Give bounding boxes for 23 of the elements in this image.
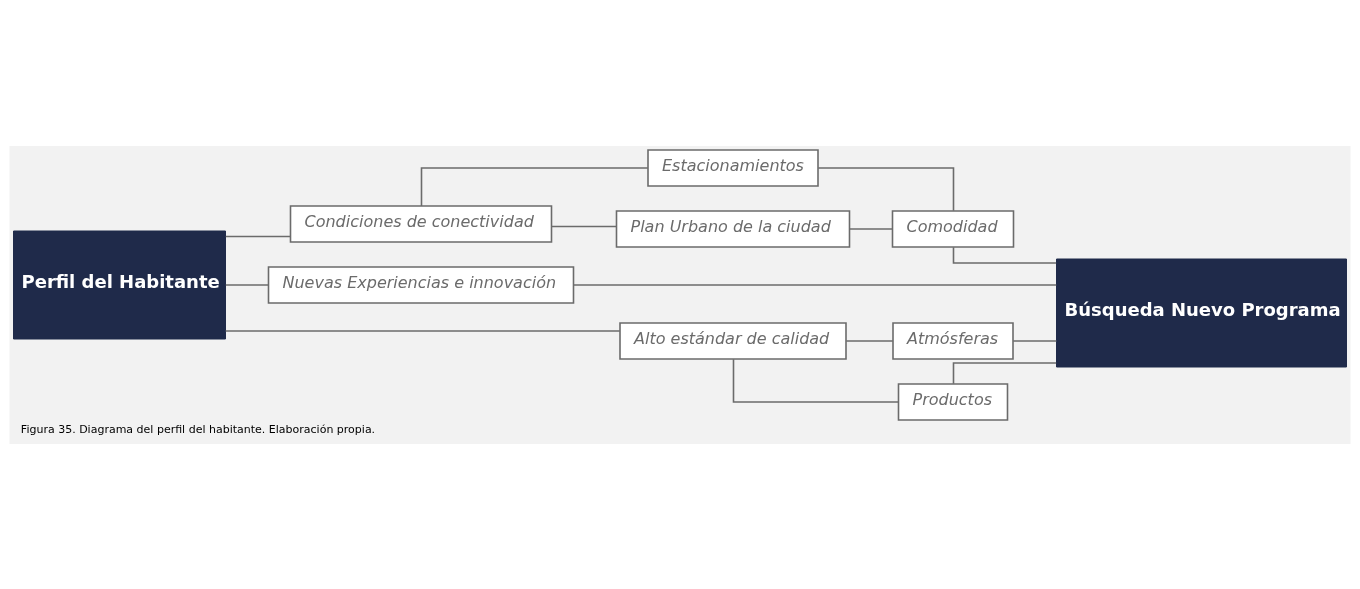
connector <box>225 283 270 286</box>
node-box: Atmósferas <box>892 321 1014 360</box>
connector <box>225 235 292 237</box>
node-box: Productos <box>897 382 1009 421</box>
node-box: Búsqueda Nuevo Programa <box>1056 258 1347 367</box>
node-box: Alto estándar de calidad <box>619 321 847 360</box>
connector <box>817 166 955 211</box>
connector <box>550 225 618 227</box>
node-box: Estacionamientos <box>647 148 819 187</box>
connector <box>420 166 649 207</box>
node-box: Plan Urbano de la ciudad <box>615 209 851 248</box>
node-box: Condiciones de conectividad <box>289 204 553 243</box>
node-box: Nuevas Experiencias e innovación <box>267 265 575 304</box>
node-box: Perfil del Habitante <box>13 230 226 339</box>
node-box: Comodidad <box>891 209 1015 248</box>
connector <box>952 361 1057 385</box>
connector <box>732 358 900 403</box>
connector <box>845 339 894 342</box>
connector <box>573 283 1058 286</box>
connector <box>848 227 894 230</box>
caption: Figura 35. Diagrama del perfil del habitante. Elaboración propia. <box>20 422 376 436</box>
connector <box>224 329 621 332</box>
connector <box>1012 339 1058 342</box>
